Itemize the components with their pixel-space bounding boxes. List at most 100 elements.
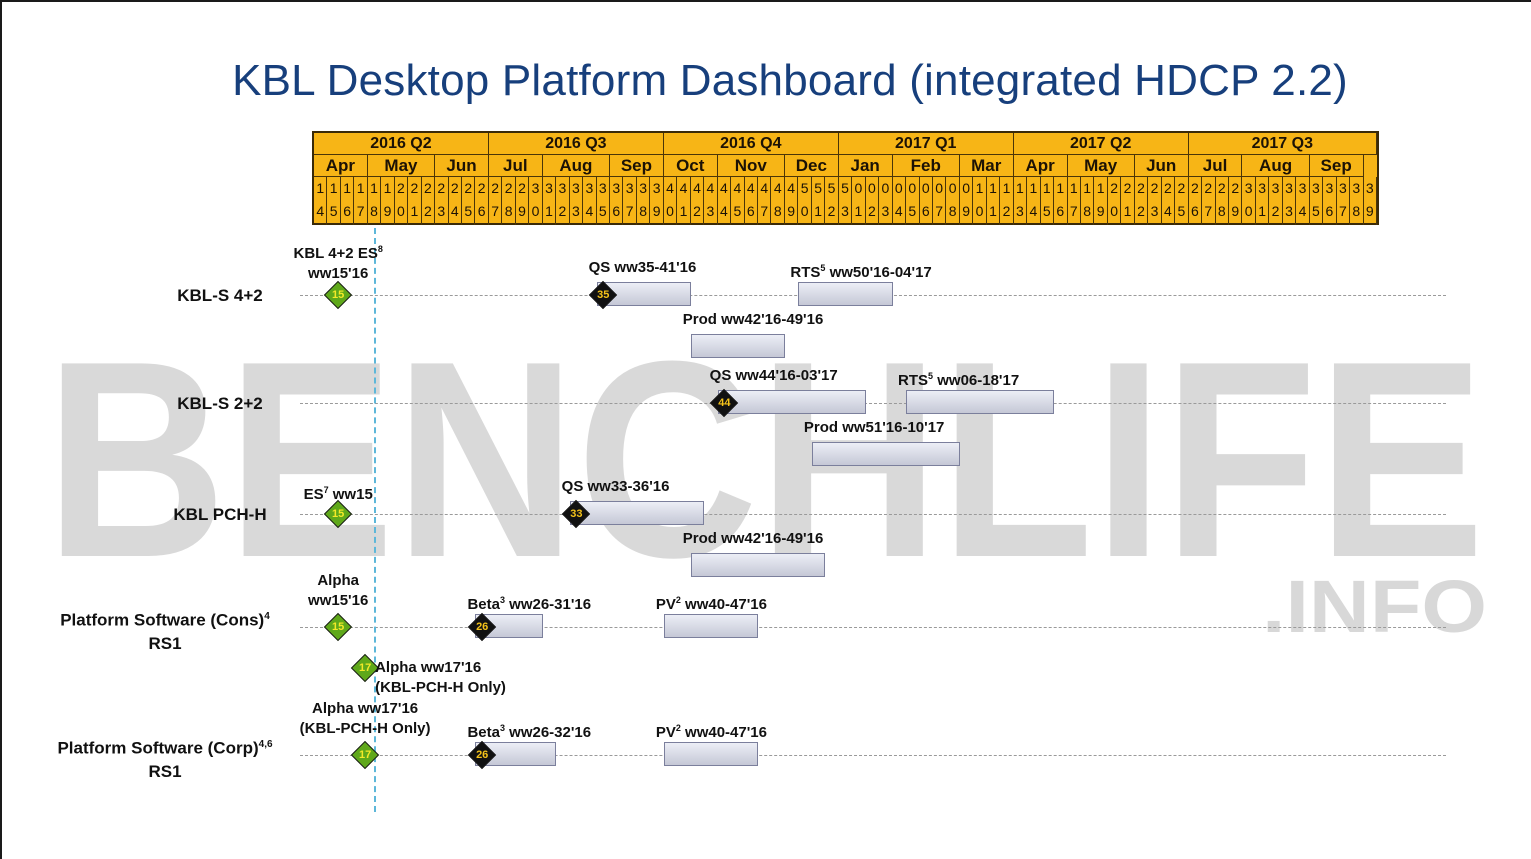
month-label: May: [1067, 155, 1135, 177]
row-label: KBL PCH-H: [60, 503, 380, 526]
milestone-label: Alpha ww17'16(KBL-PCH-H Only): [299, 700, 431, 737]
bar-label: QS ww35-41'16: [588, 259, 697, 276]
bar-label: PV2 ww40-47'16: [655, 723, 767, 741]
milestone-number: 17: [358, 662, 372, 674]
bar-label: Prod ww42'16-49'16: [682, 311, 824, 328]
row-label-text: KBL-S 4+2: [177, 286, 263, 305]
quarter-label: 2017 Q3: [1188, 133, 1377, 155]
quarter-label: 2016 Q3: [488, 133, 664, 155]
bar-label: QS ww33-36'16: [561, 478, 670, 495]
bar-label: QS ww44'16-03'17: [709, 367, 838, 384]
schedule-bar: [906, 390, 1055, 414]
schedule-bar: [690, 553, 826, 577]
schedule-bar: [717, 390, 866, 414]
milestone-number: 26: [476, 749, 489, 761]
row-label-sub: RS1: [148, 633, 182, 653]
row-label: KBL-S 4+2: [60, 284, 380, 307]
bar-label: Beta3 ww26-32'16: [467, 723, 592, 741]
month-label: Aug: [1242, 155, 1310, 177]
milestone-number: 15: [332, 508, 345, 520]
schedule-bar: [690, 334, 785, 358]
milestone-number: 15: [332, 289, 345, 301]
current-week-line: [374, 228, 376, 812]
row-label-text: KBL-S 2+2: [177, 394, 263, 413]
milestone-number: 44: [718, 397, 731, 409]
milestone-number: 15: [332, 621, 345, 633]
row-label-text: Platform Software (Corp)4,6: [57, 738, 273, 758]
milestone-label: Alpha ww17'16(KBL-PCH-H Only): [375, 659, 506, 696]
milestone-number: 26: [476, 621, 489, 633]
schedule-bar: [569, 501, 705, 525]
schedule-bar: [663, 614, 759, 638]
month-label: Aug: [542, 155, 610, 177]
milestone-number: 17: [358, 749, 372, 761]
milestone-number: 35: [597, 289, 610, 301]
bar-label: PV2 ww40-47'16: [655, 595, 767, 613]
bar-label: Prod ww51'16-10'17: [803, 419, 945, 436]
row-guide-line: [300, 627, 1446, 628]
watermark-subtext: .INFO: [1262, 565, 1487, 648]
quarter-label: 2017 Q2: [1013, 133, 1189, 155]
row-label-text: KBL PCH-H: [173, 505, 267, 524]
bar-label: RTS5 ww06-18'17: [898, 371, 1020, 389]
